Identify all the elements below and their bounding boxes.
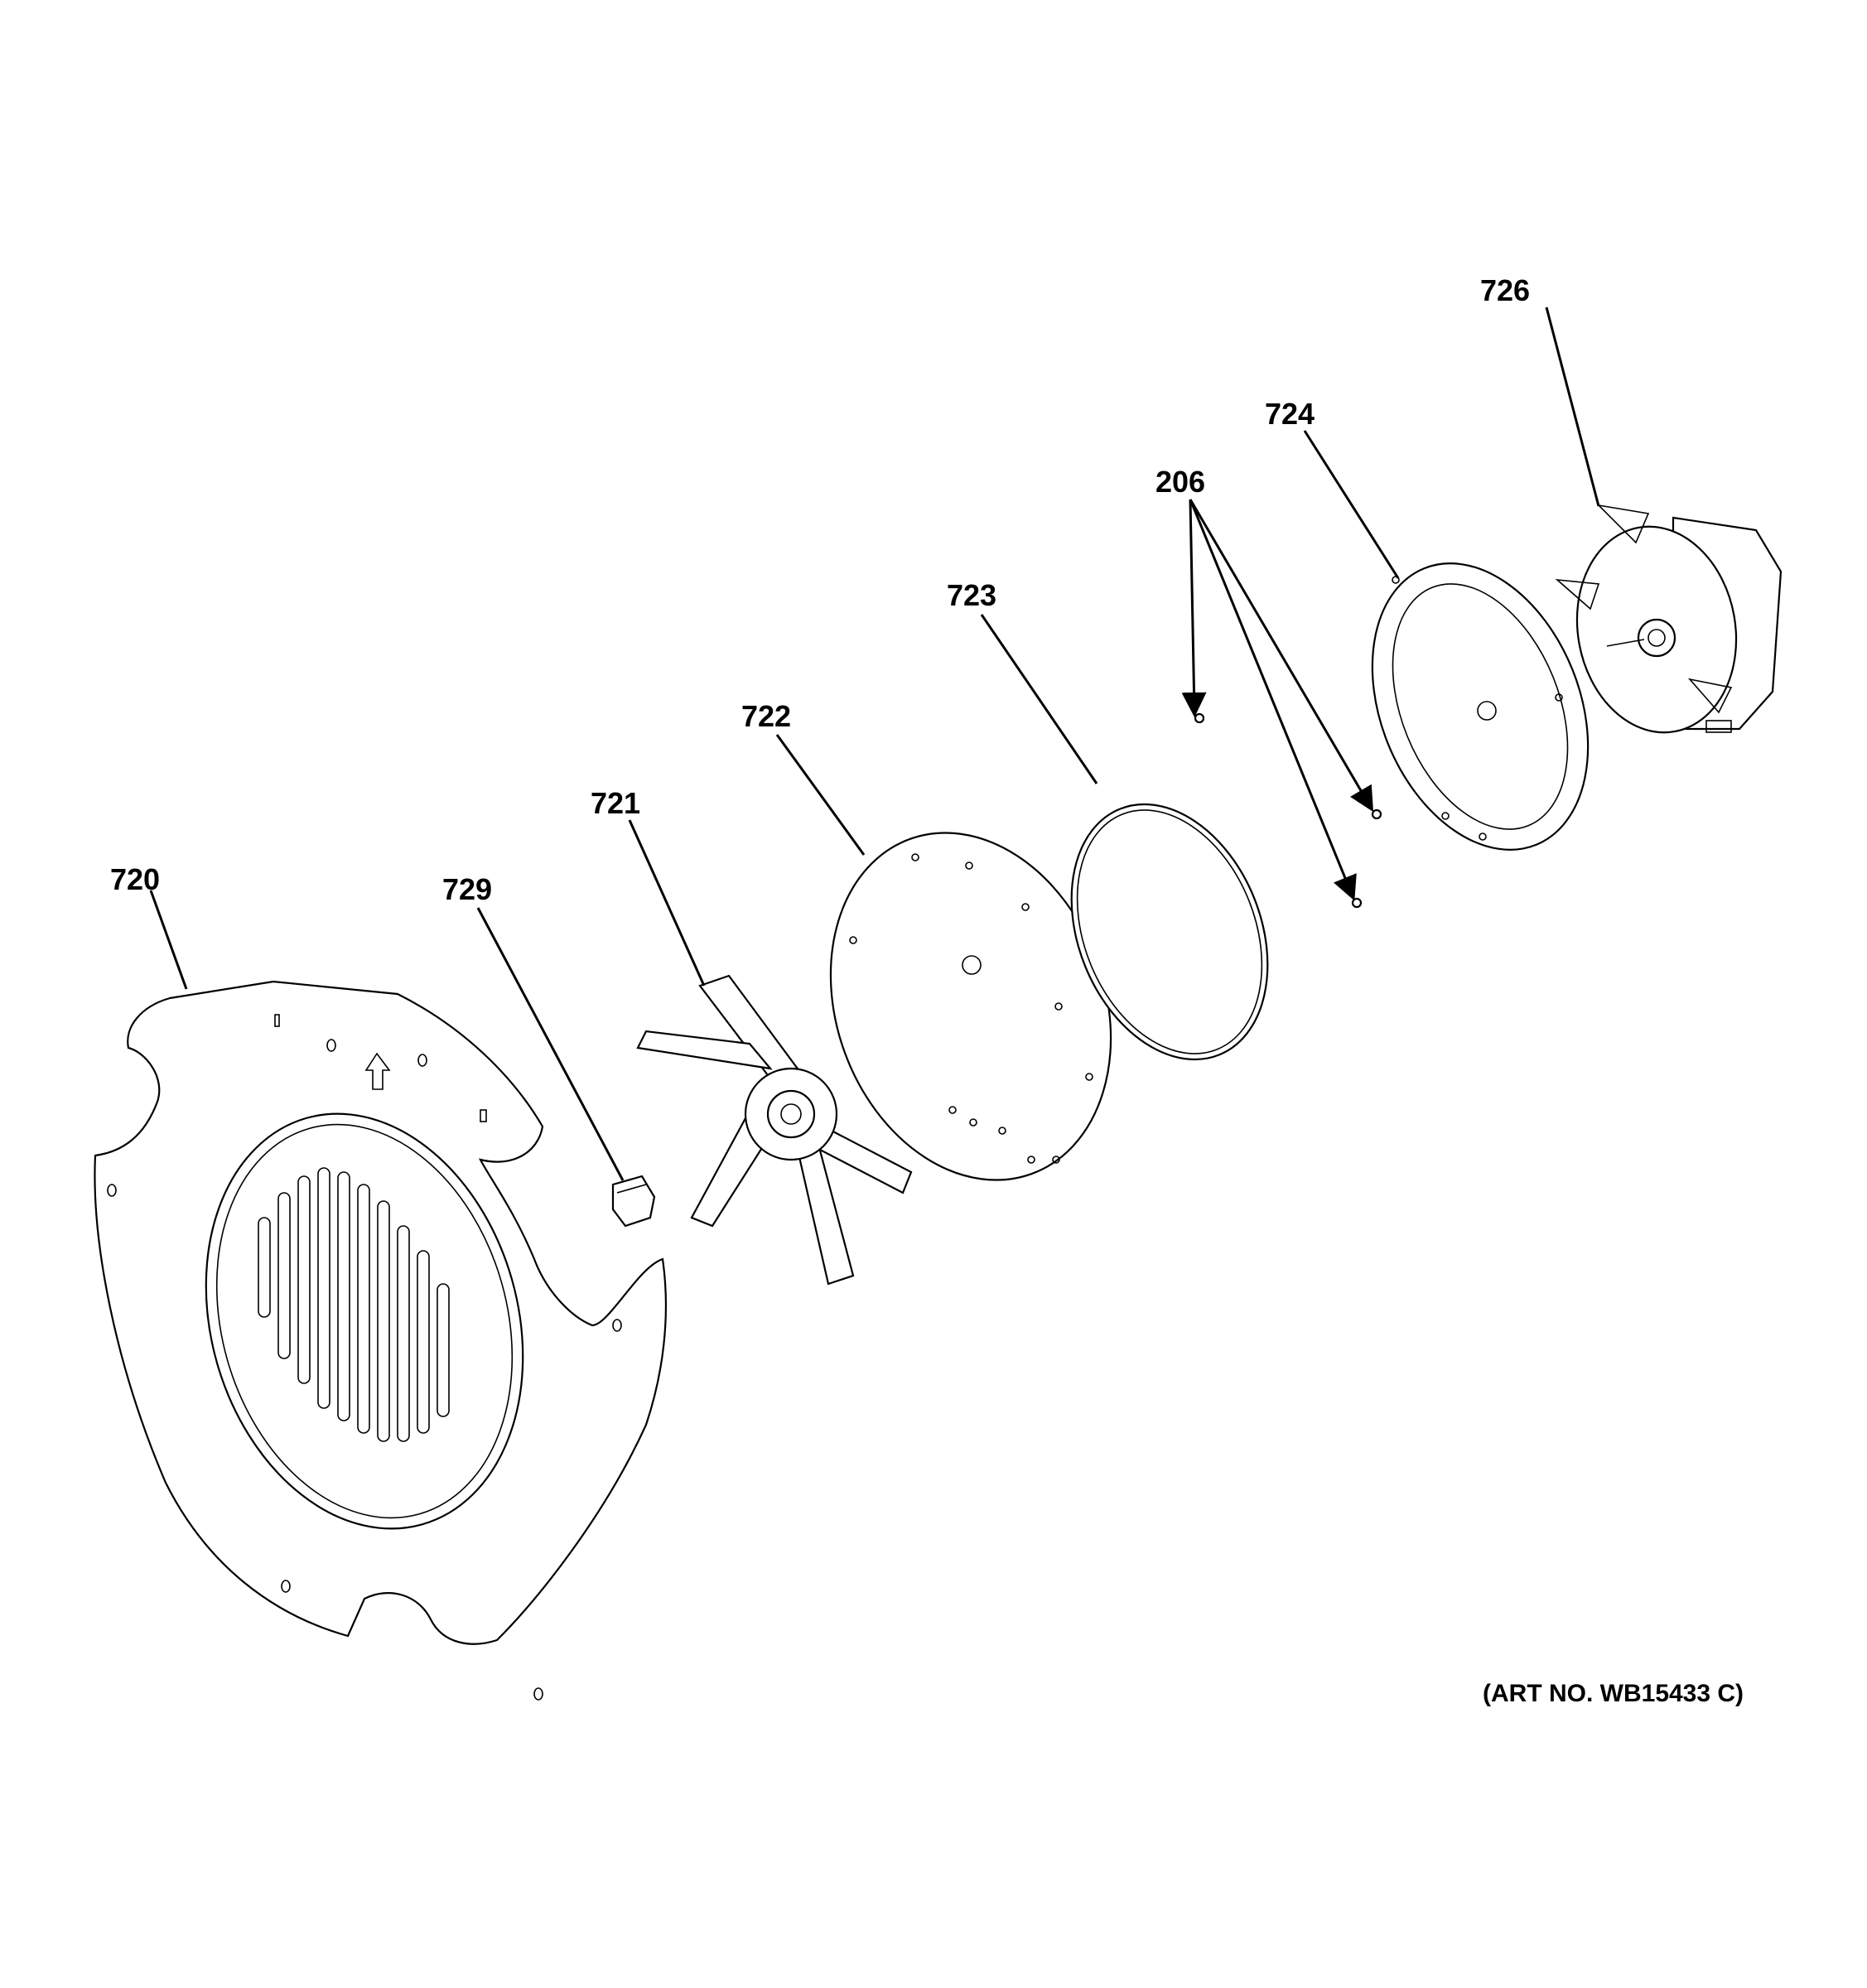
art-number: (ART NO. WB15433 C) — [1483, 1680, 1744, 1707]
callout-721: 721 — [591, 786, 640, 820]
callout-720: 720 — [110, 862, 160, 896]
callout-729: 729 — [442, 872, 492, 906]
callout-206: 206 — [1155, 465, 1205, 499]
part-726-motor — [1555, 504, 1783, 734]
leader-lines — [149, 306, 1600, 1181]
callout-726: 726 — [1480, 273, 1530, 307]
part-723-gasket — [1070, 803, 1269, 1061]
callout-723: 723 — [947, 578, 996, 612]
callout-724: 724 — [1265, 397, 1315, 431]
part-729-nut — [611, 1175, 656, 1228]
part-724-mounting-ring — [1371, 562, 1590, 851]
part-721-fan-blade — [636, 974, 913, 1286]
callout-722: 722 — [741, 699, 791, 733]
part-720-baffle-panel — [94, 980, 668, 1701]
